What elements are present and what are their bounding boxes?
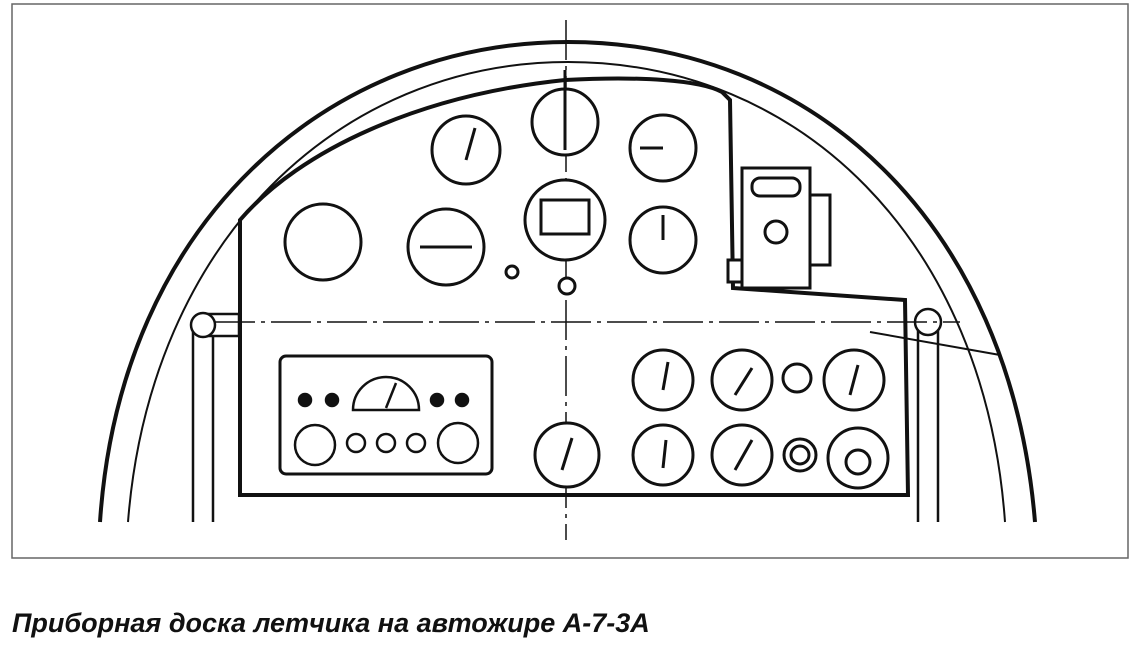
electrical-panel-controls [293,375,480,467]
gauge-needles [420,70,860,471]
canopy-arc-inner [127,60,1006,523]
instrument-panel-drawing [11,3,1129,559]
figure-caption: Приборная доска летчика на автожире А-7-… [12,608,650,638]
side-box [726,166,832,290]
figure-frame [11,3,1129,559]
gauges [283,87,890,490]
leader-line [869,331,1001,356]
left-post [189,311,241,522]
right-post [913,307,943,522]
canopy-arc-outer [98,39,1037,523]
panel-outline [238,76,911,497]
